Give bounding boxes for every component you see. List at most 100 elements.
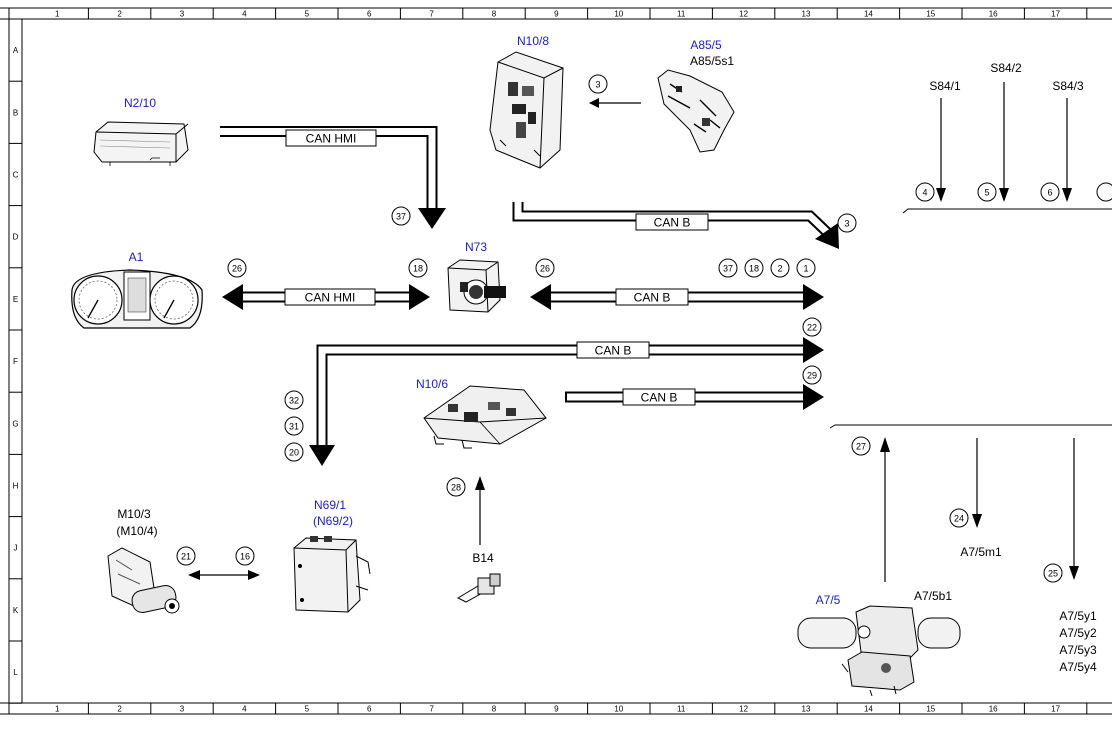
svg-text:29: 29 [807, 371, 817, 381]
svg-text:1: 1 [803, 264, 808, 274]
label-a85-5: A85/5 [690, 38, 722, 52]
svg-text:3: 3 [595, 80, 600, 90]
column-label: 17 [1051, 10, 1060, 19]
marker-27: 27 [851, 436, 871, 456]
marker-37-c: 37 [718, 258, 738, 278]
svg-text:28: 28 [451, 483, 461, 493]
column-label: 16 [989, 705, 998, 714]
svg-text:22: 22 [807, 323, 817, 333]
column-label: 12 [739, 705, 748, 714]
row-label: C [13, 171, 19, 180]
column-label: 10 [614, 10, 623, 19]
svg-text:6: 6 [1047, 188, 1052, 198]
marker-25: 25 [1043, 563, 1063, 583]
label-a7-5y2: A7/5y2 [1059, 626, 1097, 640]
svg-text:20: 20 [289, 448, 299, 458]
label-n2-10: N2/10 [124, 96, 156, 110]
label-n73: N73 [465, 240, 487, 254]
label-a7-5y4: A7/5y4 [1059, 660, 1097, 674]
column-label: 10 [614, 705, 623, 714]
column-label: 5 [305, 705, 310, 714]
column-label: 5 [305, 10, 310, 19]
row-label: D [13, 233, 19, 242]
column-label: 17 [1051, 705, 1060, 714]
label-a7-5b1: A7/5b1 [914, 589, 952, 603]
svg-text:31: 31 [289, 422, 299, 432]
n2-10-control-unit-image [93, 121, 189, 166]
column-label: 9 [554, 705, 559, 714]
column-label: 2 [117, 10, 122, 19]
svg-text:37: 37 [396, 212, 406, 222]
marker-26-b: 26 [535, 258, 555, 278]
svg-text:5: 5 [984, 188, 989, 198]
column-label: 2 [117, 705, 122, 714]
svg-text:2: 2 [777, 264, 782, 274]
label-a7-5: A7/5 [816, 593, 841, 607]
can-hmi-label-top: CAN HMI [306, 132, 357, 146]
row-label: A [13, 46, 19, 55]
row-label: E [13, 295, 18, 304]
marker-2: 2 [770, 258, 790, 278]
m10-n69-link-arrow [188, 570, 260, 580]
a7-5-signal-arrows [880, 437, 1079, 582]
svg-text:32: 32 [289, 396, 299, 406]
column-label: 13 [802, 10, 811, 19]
label-a7-5m1: A7/5m1 [960, 545, 1002, 559]
marker-18: 18 [408, 258, 428, 278]
marker-24: 24 [949, 508, 969, 528]
label-n10-8: N10/8 [517, 34, 549, 48]
column-label: 4 [242, 705, 247, 714]
row-label: J [14, 544, 18, 553]
marker-22: 22 [802, 317, 822, 337]
column-label: 3 [180, 705, 185, 714]
label-n69-2: (N69/2) [313, 514, 353, 528]
can-hmi-bus-top [220, 126, 446, 229]
column-label: 13 [802, 705, 811, 714]
can-b-bus-row-g [565, 384, 824, 410]
can-b-bus-middle [530, 284, 824, 310]
label-s84-3: S84/3 [1052, 79, 1084, 93]
column-label: 14 [864, 10, 873, 19]
marker-21: 21 [176, 546, 196, 566]
marker-18-c: 18 [744, 258, 764, 278]
marker-26-a: 26 [227, 258, 247, 278]
svg-text:21: 21 [181, 552, 191, 562]
column-label: 1 [55, 10, 60, 19]
svg-text:16: 16 [240, 552, 250, 562]
s84-signal-arrows [902, 82, 1112, 214]
can-b-label-row-g: CAN B [641, 391, 678, 405]
row-label: F [13, 357, 18, 366]
column-label: 11 [677, 10, 686, 19]
row-label: B [13, 108, 18, 117]
svg-text:18: 18 [413, 264, 423, 274]
column-ticks: 1122334455667788991010111112121313141415… [55, 8, 1088, 714]
svg-text:26: 26 [232, 264, 242, 274]
column-label: 15 [926, 10, 935, 19]
label-s84-1: S84/1 [929, 79, 961, 93]
svg-text:37: 37 [723, 264, 733, 274]
label-a1: A1 [129, 250, 144, 264]
column-label: 4 [242, 10, 247, 19]
label-m10-3: M10/3 [117, 507, 151, 521]
column-label: 8 [492, 705, 497, 714]
marker-31: 31 [284, 416, 304, 436]
svg-text:3: 3 [844, 219, 849, 229]
column-label: 6 [367, 705, 372, 714]
label-a85-5s1: A85/5s1 [690, 54, 734, 68]
label-n69-1: N69/1 [314, 498, 346, 512]
n10-8-sam-module-image [489, 51, 564, 169]
column-label: 7 [429, 705, 434, 714]
column-label: 8 [492, 10, 497, 19]
label-s84-2: S84/2 [990, 61, 1022, 75]
m10-3-seat-motor-image [107, 547, 180, 614]
marker-20: 20 [284, 442, 304, 462]
marker-6: 6 [1040, 182, 1060, 202]
marker-16: 16 [235, 546, 255, 566]
svg-text:25: 25 [1048, 569, 1058, 579]
marker-3-c: 3 [837, 213, 857, 233]
column-label: 11 [677, 705, 686, 714]
row-label: L [13, 668, 18, 677]
n10-6-sam-module-image [423, 385, 547, 449]
